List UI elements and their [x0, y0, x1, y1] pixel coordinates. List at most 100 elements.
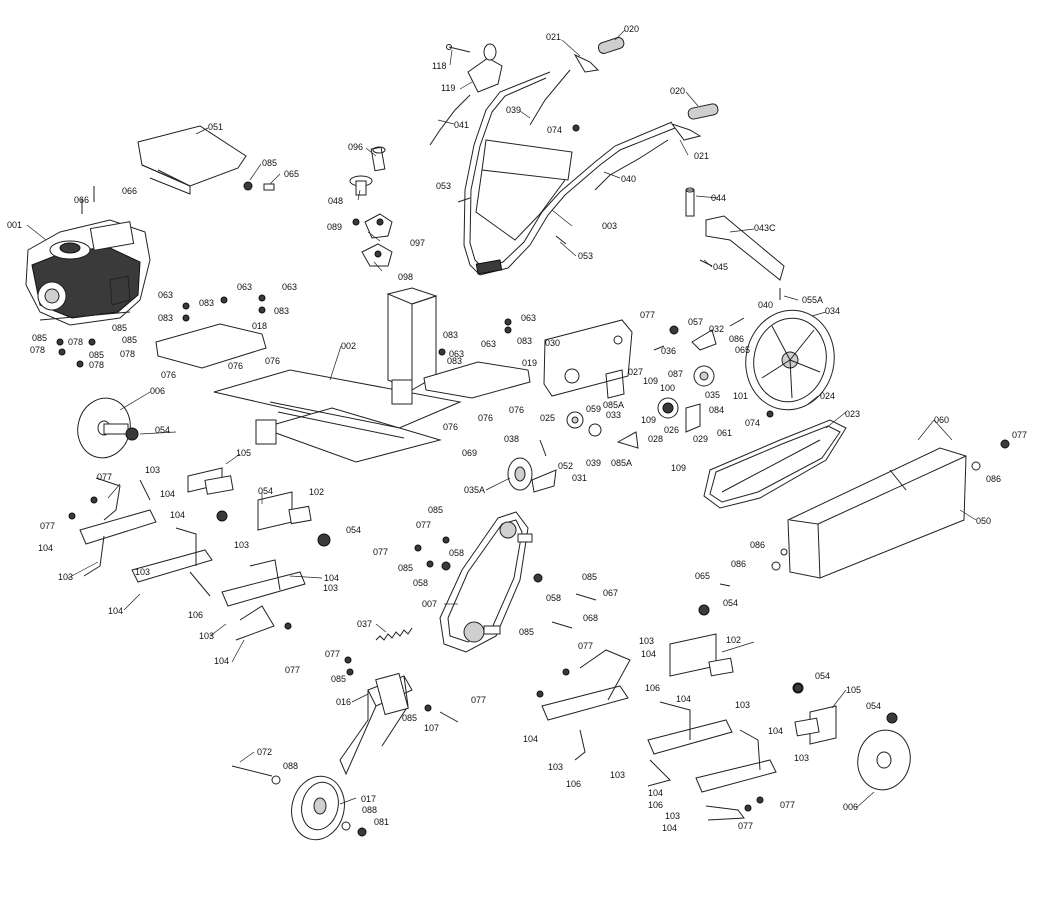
- label-076: 076: [161, 370, 176, 380]
- label-083: 083: [199, 298, 214, 308]
- label-031: 031: [572, 473, 587, 483]
- label-063: 063: [237, 282, 252, 292]
- label-077: 077: [97, 472, 112, 482]
- pulley-034: [745, 309, 835, 411]
- drive-belts: [703, 419, 847, 509]
- label-033: 033: [606, 410, 621, 420]
- label-076: 076: [228, 361, 243, 371]
- label-076: 076: [443, 422, 458, 432]
- label-037: 037: [357, 619, 372, 629]
- label-109: 109: [643, 376, 658, 386]
- label-077: 077: [471, 695, 486, 705]
- label-104: 104: [214, 656, 229, 666]
- label-077: 077: [738, 821, 753, 831]
- label-052: 052: [558, 461, 573, 471]
- label-078: 078: [120, 349, 135, 359]
- label-100: 100: [660, 383, 675, 393]
- cable-041: [429, 94, 471, 146]
- label-006: 006: [150, 386, 165, 396]
- label-088: 088: [283, 761, 298, 771]
- depth-wheel-assembly: [231, 672, 413, 841]
- label-104: 104: [170, 510, 185, 520]
- label-106: 106: [648, 800, 663, 810]
- label-085: 085: [398, 563, 413, 573]
- label-007: 007: [422, 599, 437, 609]
- label-086: 086: [750, 540, 765, 550]
- label-065: 065: [735, 345, 750, 355]
- main-frame: [213, 287, 462, 463]
- label-021: 021: [546, 32, 561, 42]
- label-020: 020: [670, 86, 685, 96]
- label-103: 103: [58, 572, 73, 582]
- tine-assembly-right: [541, 633, 898, 821]
- label-083: 083: [158, 313, 173, 323]
- label-101: 101: [733, 391, 748, 401]
- label-044: 044: [711, 193, 726, 203]
- label-054: 054: [346, 525, 361, 535]
- label-016: 016: [336, 697, 351, 707]
- label-038: 038: [504, 434, 519, 444]
- label-109: 109: [641, 415, 656, 425]
- label-054: 054: [723, 598, 738, 608]
- label-103: 103: [199, 631, 214, 641]
- label-055a: 055A: [802, 295, 823, 305]
- label-077: 077: [325, 649, 340, 659]
- label-085: 085: [519, 627, 534, 637]
- label-085: 085: [402, 713, 417, 723]
- small-pulleys: [507, 365, 715, 491]
- outer-disc-right: [857, 729, 911, 791]
- label-017: 017: [361, 794, 376, 804]
- label-096: 096: [348, 142, 363, 152]
- label-106: 106: [566, 779, 581, 789]
- label-025: 025: [540, 413, 555, 423]
- tine-assembly-left: [79, 467, 331, 641]
- label-040: 040: [621, 174, 636, 184]
- label-083: 083: [443, 330, 458, 340]
- label-050: 050: [976, 516, 991, 526]
- label-024: 024: [820, 391, 835, 401]
- label-063: 063: [449, 349, 464, 359]
- label-043c: 043C: [754, 223, 776, 233]
- label-105: 105: [236, 448, 251, 458]
- label-057: 057: [688, 317, 703, 327]
- label-103: 103: [610, 770, 625, 780]
- fender-plates: [155, 323, 531, 399]
- label-045: 045: [713, 262, 728, 272]
- label-053: 053: [436, 181, 451, 191]
- hardware-fasteners: [56, 124, 1010, 812]
- outer-disc-left: [77, 397, 139, 459]
- label-036: 036: [661, 346, 676, 356]
- label-078: 078: [89, 360, 104, 370]
- control-levers: [573, 53, 702, 141]
- cable-040-upper: [594, 139, 669, 191]
- height-adjust-knob: [349, 146, 393, 267]
- label-104: 104: [662, 823, 677, 833]
- label-103: 103: [323, 583, 338, 593]
- label-035: 035: [705, 390, 720, 400]
- label-104: 104: [38, 543, 53, 553]
- label-104: 104: [324, 573, 339, 583]
- label-083: 083: [274, 306, 289, 316]
- label-085a: 085A: [611, 458, 632, 468]
- label-074: 074: [547, 125, 562, 135]
- label-085: 085: [428, 505, 443, 515]
- label-104: 104: [641, 649, 656, 659]
- handle-grips: [597, 37, 719, 120]
- label-085: 085: [112, 323, 127, 333]
- label-003: 003: [602, 221, 617, 231]
- label-001: 001: [7, 220, 22, 230]
- label-085: 085: [331, 674, 346, 684]
- label-058: 058: [449, 548, 464, 558]
- label-088: 088: [362, 805, 377, 815]
- label-034: 034: [825, 306, 840, 316]
- label-087: 087: [668, 369, 683, 379]
- label-106: 106: [645, 683, 660, 693]
- label-074: 074: [745, 418, 760, 428]
- label-083: 083: [517, 336, 532, 346]
- label-085: 085: [122, 335, 137, 345]
- label-077: 077: [285, 665, 300, 675]
- label-065: 065: [695, 571, 710, 581]
- label-039: 039: [586, 458, 601, 468]
- label-103: 103: [735, 700, 750, 710]
